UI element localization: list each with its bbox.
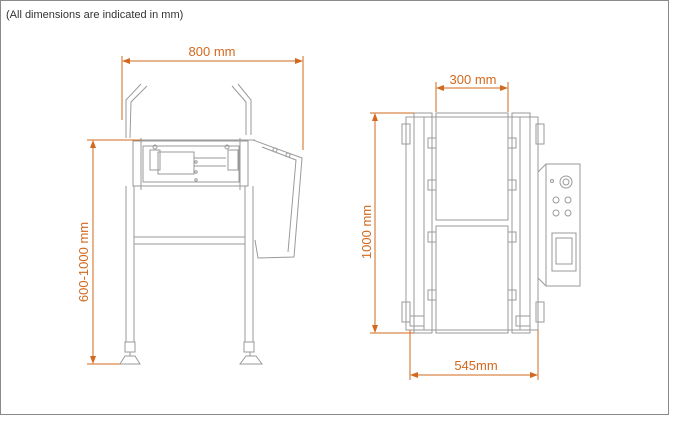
top-view-machine (401, 112, 581, 334)
top-view-dimensions (370, 82, 539, 380)
units-note: (All dimensions are indicated in mm) (6, 9, 184, 21)
front-height-label: 600-1000 mm (76, 222, 91, 302)
front-view-machine (119, 83, 303, 365)
front-width-label: 800 mm (189, 44, 236, 59)
length-label: 1000 mm (359, 205, 374, 259)
overall-width-label: 545mm (454, 358, 497, 373)
front-view-dimensions (87, 56, 304, 365)
drawing-border (0, 0, 669, 415)
belt-width-label: 300 mm (450, 72, 497, 87)
